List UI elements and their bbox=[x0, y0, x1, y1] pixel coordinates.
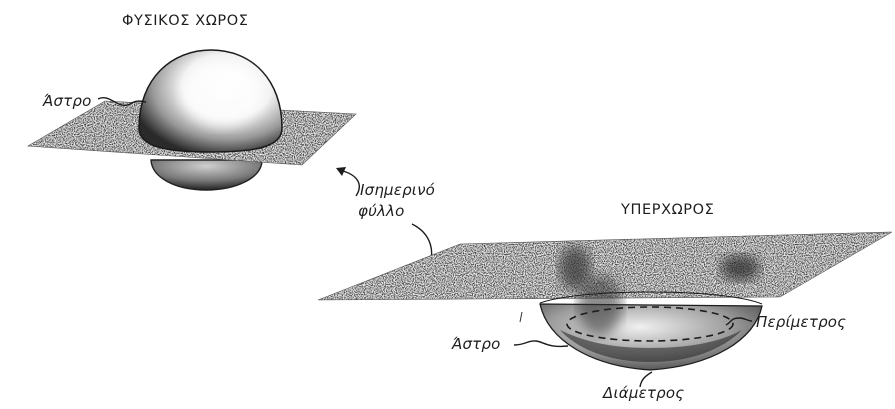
diameter-label: Διάμετρος bbox=[603, 384, 684, 402]
hyperspace-star-label: Άστρο bbox=[452, 335, 501, 353]
star-lower-hemisphere bbox=[151, 160, 262, 190]
hyperspace-figure bbox=[318, 232, 892, 387]
physical-space-title: ΦΥΣΙΚΟΣ ΧΩΡΟΣ bbox=[122, 13, 249, 29]
equatorial-sheet-label-line2: φύλλο bbox=[358, 202, 405, 220]
physical-space-figure bbox=[28, 50, 356, 190]
hyper-star-leader-line bbox=[514, 341, 568, 347]
perimeter-label: Περίμετρος bbox=[756, 313, 846, 331]
physical-star-label: Άστρο bbox=[43, 92, 92, 110]
hyperspace-title: ΥΠΕΡΧΩΡΟΣ bbox=[621, 202, 714, 218]
equatorial-sheet-label-line1: Ισημερινό bbox=[360, 181, 435, 199]
